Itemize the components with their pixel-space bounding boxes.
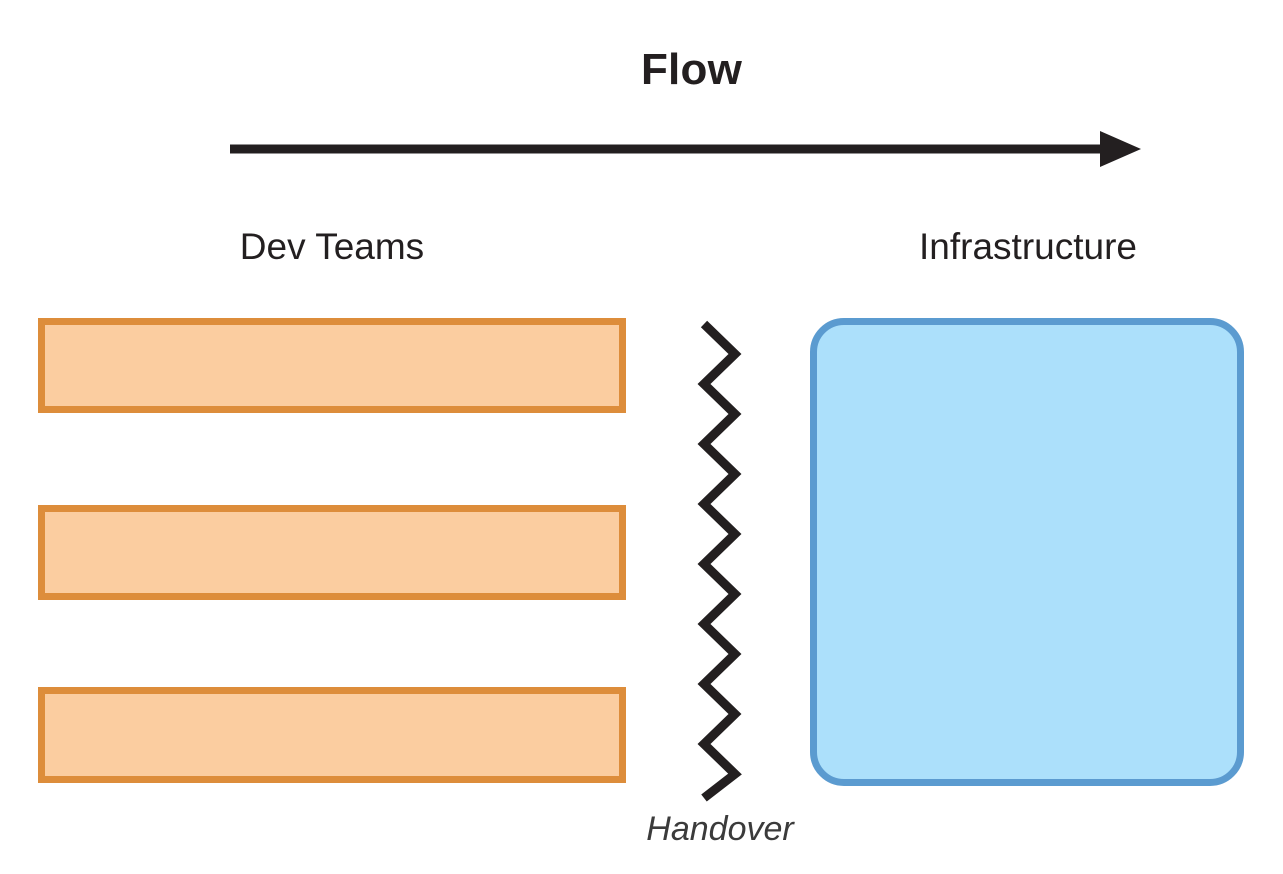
handover-label: Handover: [646, 810, 794, 848]
column-label-infrastructure: Infrastructure: [919, 226, 1137, 267]
column-label-dev-teams: Dev Teams: [239, 226, 425, 267]
dev-team-bar[interactable]: [38, 505, 626, 600]
infrastructure-block[interactable]: [810, 318, 1244, 786]
handover-divider: [696, 316, 742, 802]
flow-arrow-icon: [230, 131, 1141, 167]
page-title: Flow: [640, 45, 742, 94]
dev-team-bar[interactable]: [38, 687, 626, 783]
zigzag-divider-icon: [697, 320, 742, 802]
flow-arrow: [228, 128, 1143, 170]
dev-team-bar[interactable]: [38, 318, 626, 413]
